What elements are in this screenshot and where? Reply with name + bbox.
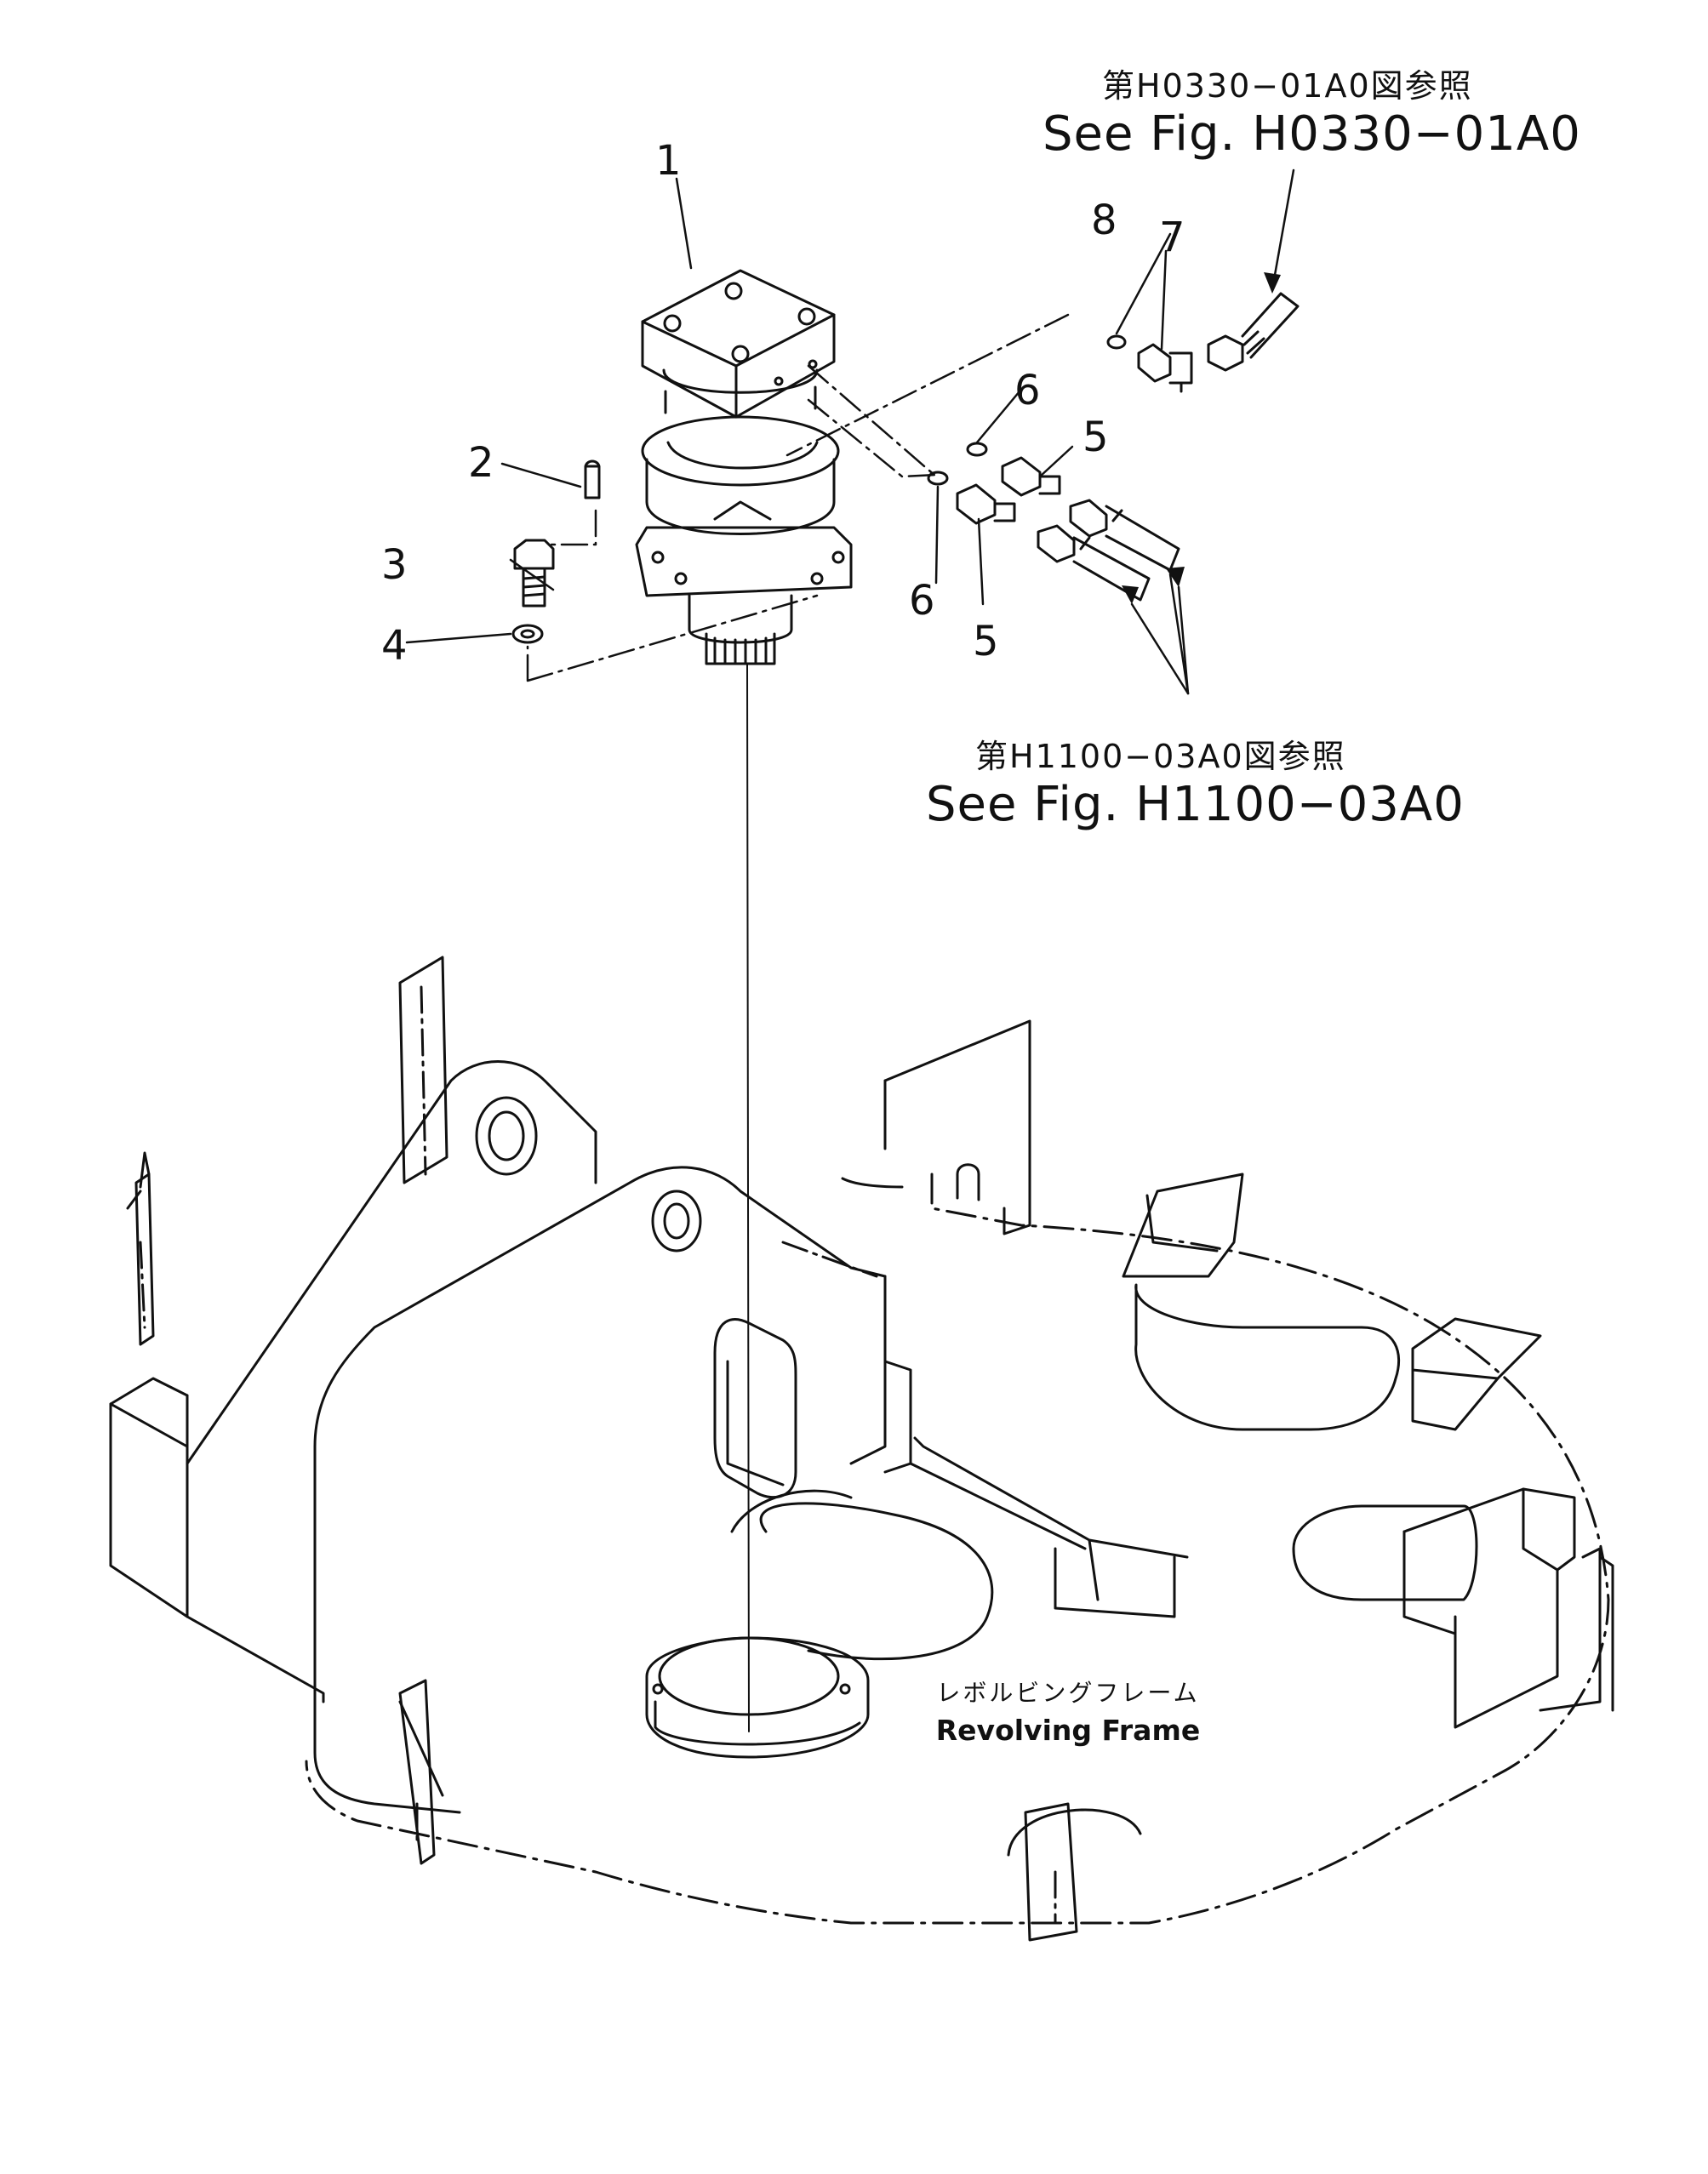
upper-reference-en: See Fig. H0330−01A0 <box>1043 106 1581 162</box>
callout-o-ring-upper: 6 <box>1014 367 1041 414</box>
upper-hose <box>1207 292 1300 372</box>
callout-fitting-lower: 5 <box>973 618 999 665</box>
callout-fitting-upper: 5 <box>1082 414 1109 461</box>
lower-figure-reference: 第H1100−03A0図参照 See Fig. H1100−03A0 <box>926 730 1465 832</box>
lower-reference-jp: 第H1100−03A0図参照 <box>975 738 1346 775</box>
elbow-fitting <box>1137 343 1193 393</box>
fitting-lower <box>956 483 1016 525</box>
lower-reference-en: See Fig. H1100−03A0 <box>926 777 1465 832</box>
frame-label-jp: レボルビングフレーム <box>936 1679 1200 1707</box>
callout-bolt: 3 <box>381 541 408 589</box>
callout-motor: 1 <box>655 137 682 185</box>
pin-part <box>584 459 601 499</box>
frame-label-en: Revolving Frame <box>935 1714 1201 1747</box>
lower-hoses <box>1037 499 1180 602</box>
callout-pin: 2 <box>468 439 494 487</box>
callout-o-ring-8: 8 <box>1091 197 1117 244</box>
o-ring-upper <box>966 442 988 457</box>
washer-part <box>511 624 544 644</box>
callout-elbow: 7 <box>1159 214 1185 261</box>
fitting-upper <box>1001 456 1061 497</box>
revolving-frame <box>109 956 1614 1942</box>
bolt-part <box>513 539 555 608</box>
upper-figure-reference: 第H0330−01A0図参照 See Fig. H0330−01A0 <box>1043 60 1581 162</box>
callout-o-ring-lower: 6 <box>909 577 935 625</box>
upper-reference-jp: 第H0330−01A0図参照 <box>1102 67 1473 105</box>
o-ring-lower <box>927 471 949 486</box>
swing-motor-assembly <box>635 269 853 665</box>
callout-washer: 4 <box>381 622 408 670</box>
o-ring-8 <box>1106 334 1127 350</box>
revolving-frame-label: レボルビングフレーム Revolving Frame <box>923 1675 1213 1747</box>
